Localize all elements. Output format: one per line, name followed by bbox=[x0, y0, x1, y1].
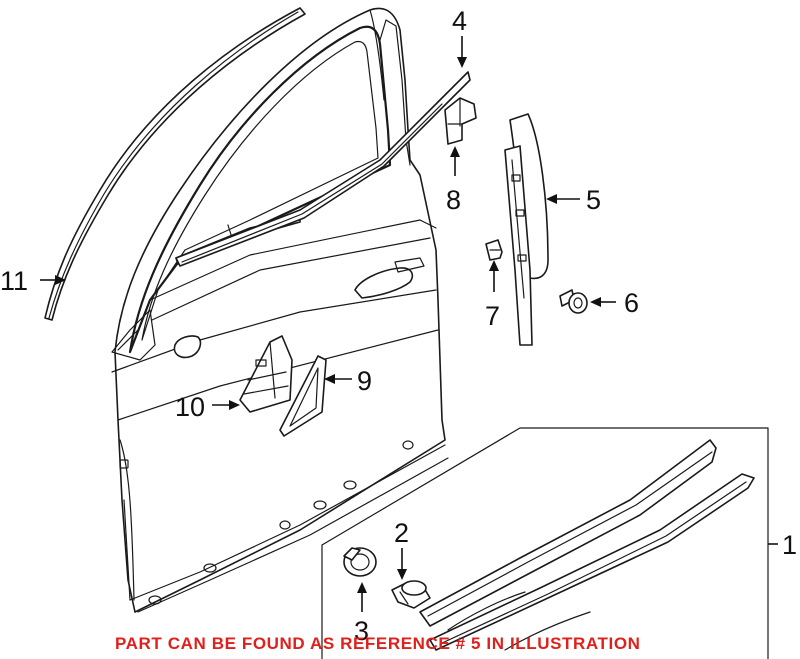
part-7-clip bbox=[485, 239, 503, 261]
part-9-corner-trim bbox=[279, 355, 327, 437]
callout-4: 4 bbox=[452, 6, 467, 36]
part-10-mirror-bracket bbox=[239, 335, 293, 413]
callout-2: 2 bbox=[394, 518, 409, 548]
callout-6: 6 bbox=[624, 288, 639, 318]
part-2-push-pin bbox=[391, 580, 431, 609]
part-8-bracket bbox=[444, 97, 477, 145]
part-5-pillar-trim bbox=[504, 113, 549, 346]
part-6-screw bbox=[559, 289, 588, 314]
callout-11: 11 bbox=[0, 266, 28, 296]
callout-8: 8 bbox=[446, 185, 461, 215]
callout-3: 3 bbox=[354, 616, 369, 646]
callout-10: 10 bbox=[175, 392, 205, 422]
callout-9: 9 bbox=[357, 366, 372, 396]
callout-leaders bbox=[40, 36, 778, 612]
reference-caption: PART CAN BE FOUND AS REFERENCE # 5 IN IL… bbox=[115, 634, 641, 653]
part-4-belt-molding bbox=[175, 71, 471, 267]
part-1-inset-box bbox=[321, 427, 769, 659]
part-3-grommet bbox=[343, 547, 377, 577]
part-11-roof-molding bbox=[44, 7, 306, 321]
callout-5: 5 bbox=[586, 185, 601, 215]
callout-1: 1 bbox=[782, 530, 797, 560]
callout-7: 7 bbox=[485, 301, 500, 331]
